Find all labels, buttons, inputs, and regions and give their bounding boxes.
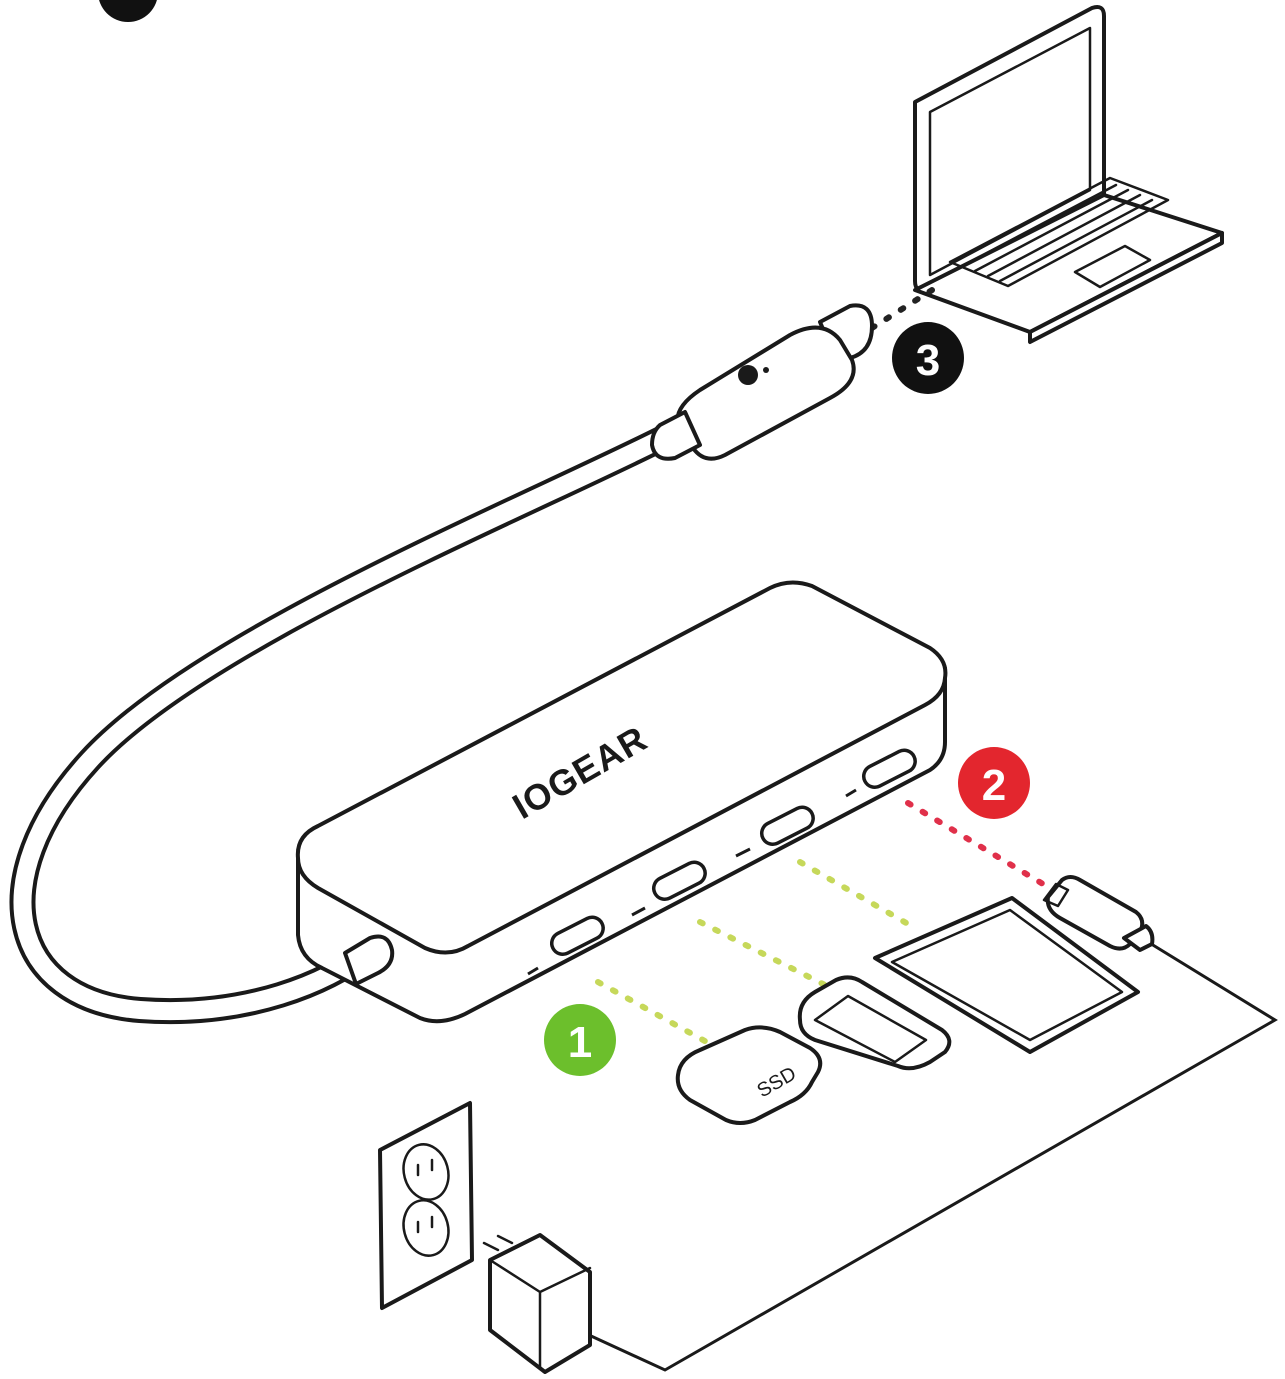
step-2-badge-number: 2: [982, 761, 1006, 810]
step-1-badge-circle: [544, 1004, 616, 1076]
step-1-connection-dots-phone: [697, 919, 828, 988]
step-3-badge-circle: [892, 322, 964, 394]
hub-port-2: [651, 860, 707, 902]
step-2-connection-dots: [905, 800, 1051, 890]
charging-cable: [577, 875, 1278, 1372]
step-3-badge: 3: [892, 322, 964, 394]
usb-c-connector-icon: [650, 303, 874, 461]
usb-c-cable: [9, 424, 678, 1024]
hub-port-3: [759, 805, 815, 847]
power-adapter-icon: [482, 1233, 592, 1374]
step-3-connection-dots: [869, 282, 943, 331]
cropped-step-badge: [99, 0, 157, 22]
tablet-icon: [873, 896, 1140, 1054]
step-2-badge-circle: [958, 747, 1030, 819]
hub-port-4: [861, 748, 917, 790]
wall-outlet-icon: [378, 1101, 474, 1310]
step-1-badge: 1: [544, 1004, 616, 1076]
step-2-badge: 2: [958, 747, 1030, 819]
step-1-connection-dots-tablet: [797, 859, 918, 931]
hub-port-1: [549, 915, 605, 957]
laptop-icon: [913, 5, 1224, 344]
iogear-hub-icon: IOGEAR: [295, 580, 948, 1024]
smartphone-icon: [797, 975, 952, 1071]
ssd-icon: SSD: [675, 1025, 823, 1125]
step-1-connection-dots: [595, 979, 715, 1048]
step-3-badge-number: 3: [916, 336, 940, 385]
step-1-badge-number: 1: [568, 1018, 592, 1067]
